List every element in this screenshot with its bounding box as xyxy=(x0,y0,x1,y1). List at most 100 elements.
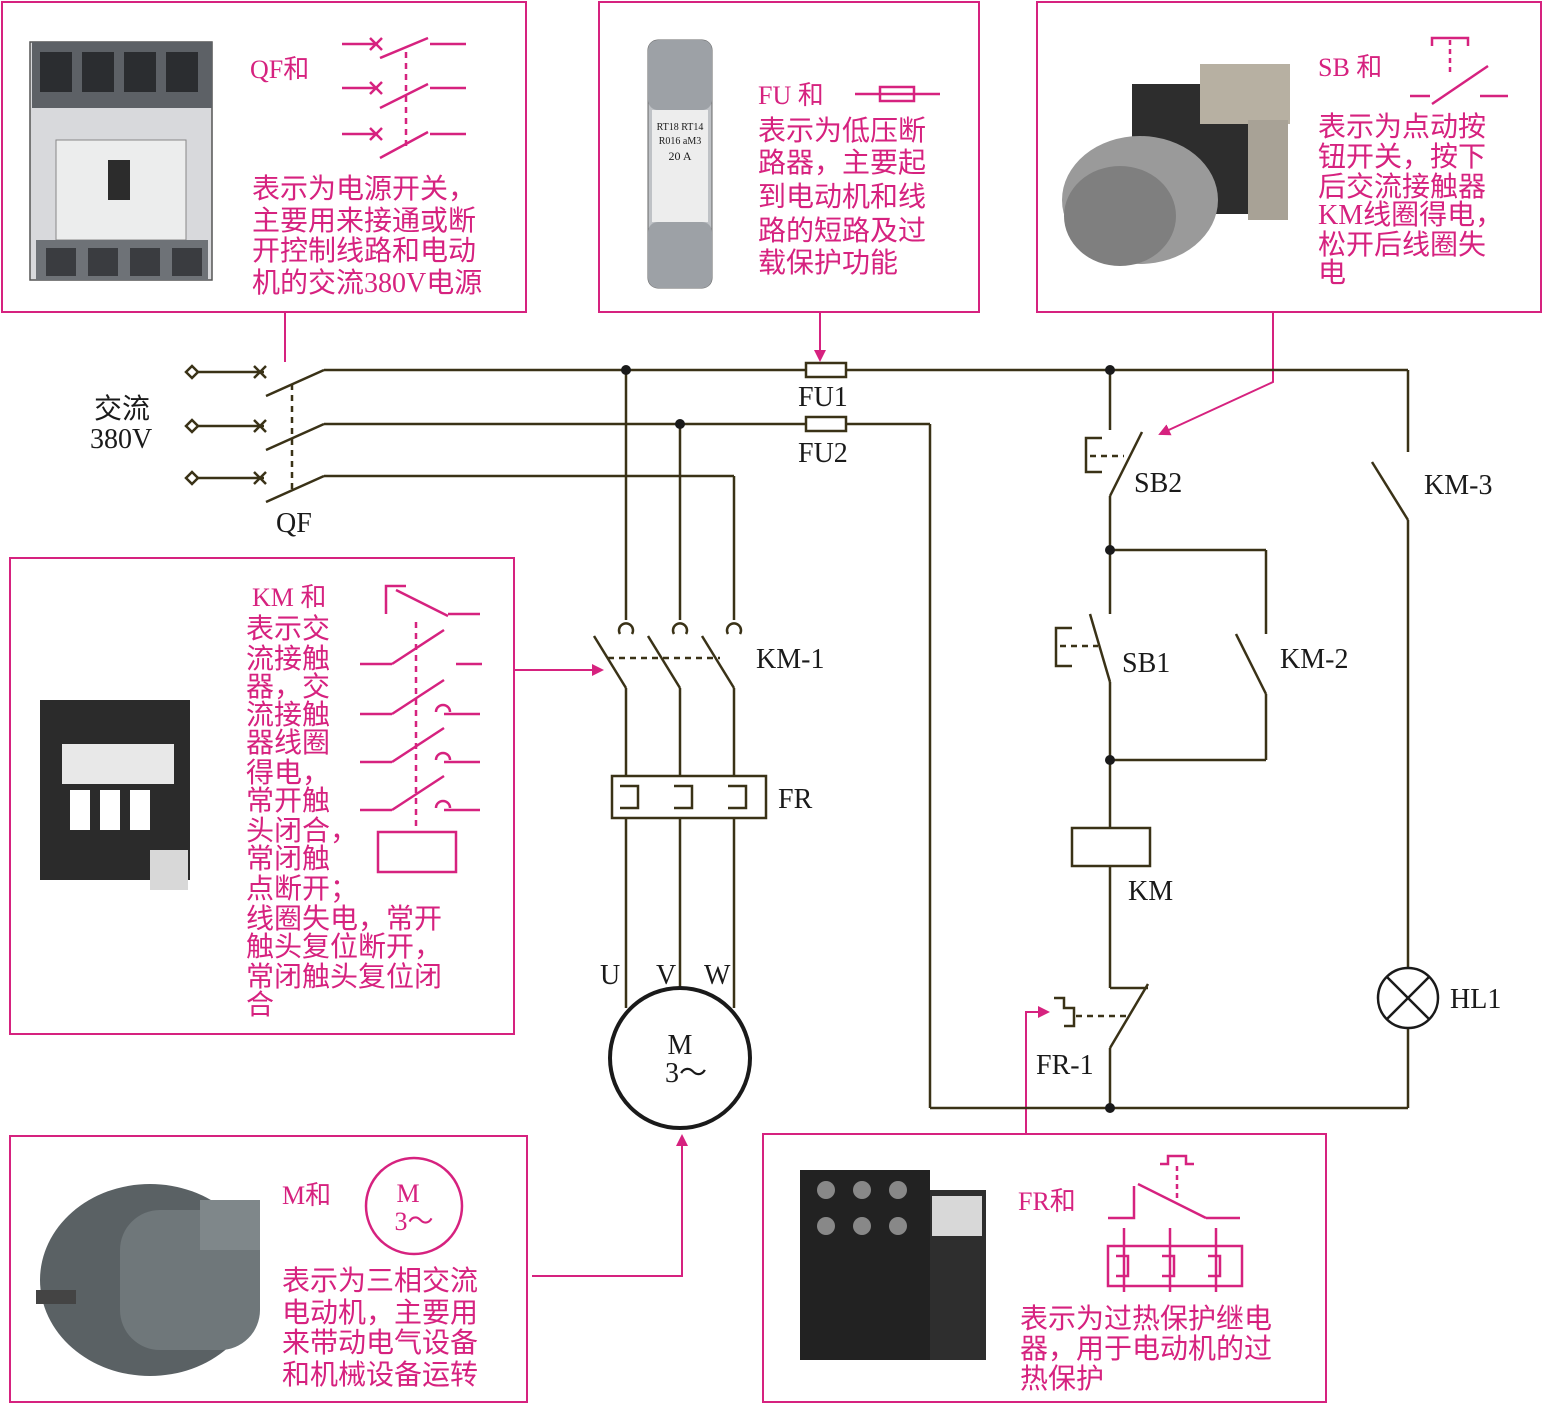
fr-box-description: 表示为过热保护继电 器，用于电动机的过 热保护 xyxy=(1020,1303,1272,1395)
svg-text:后交流接触器: 后交流接触器 xyxy=(1318,171,1486,203)
source-label-1: 交流 xyxy=(94,393,150,425)
svg-text:器，用于电动机的过: 器，用于电动机的过 xyxy=(1020,1333,1272,1365)
svg-text:线圈失电，常开: 线圈失电，常开 xyxy=(246,903,442,935)
sb2-label: SB2 xyxy=(1134,468,1182,499)
svg-text:KM线圈得电，: KM线圈得电， xyxy=(1318,199,1503,231)
sb-leader-arrow xyxy=(1158,312,1274,436)
m-box-title: M和 xyxy=(282,1181,331,1210)
contactor-symbol-icon xyxy=(360,584,482,874)
fu-box xyxy=(598,1,980,313)
fr-photo xyxy=(800,1170,986,1360)
svg-text:来带动电气设备: 来带动电气设备 xyxy=(282,1327,478,1359)
svg-text:常开触: 常开触 xyxy=(246,785,330,817)
hl1-label: HL1 xyxy=(1450,984,1501,1015)
svg-text:3～: 3～ xyxy=(394,1207,433,1236)
motor-photo xyxy=(36,1184,260,1376)
fu-box-title: FU 和 xyxy=(758,81,824,110)
sb-photo xyxy=(1062,64,1290,266)
qf-box-description: 表示为电源开关， 主要用来接通或断 开控制线路和电动 机的交流380V电源 xyxy=(252,173,482,299)
source-label-2: 380V xyxy=(90,424,152,455)
svg-text:表示为点动按: 表示为点动按 xyxy=(1318,111,1486,143)
svg-text:表示为过热保护继电: 表示为过热保护继电 xyxy=(1020,1303,1272,1335)
svg-text:RT18 RT14: RT18 RT14 xyxy=(657,122,704,133)
km-photo xyxy=(40,700,190,890)
svg-text:路的短路及过: 路的短路及过 xyxy=(758,215,926,247)
indicator-lamp-icon xyxy=(1376,966,1440,1030)
km1-label: KM-1 xyxy=(756,644,824,675)
fr-box xyxy=(762,1133,1327,1403)
motor-symbol xyxy=(608,986,752,1130)
svg-text:流接触: 流接触 xyxy=(246,643,330,675)
m-box xyxy=(9,1135,528,1403)
fr-leader-arrow xyxy=(1025,1006,1050,1134)
svg-text:合: 合 xyxy=(246,989,274,1021)
sb-box-description: 表示为点动按 钮开关，按下 后交流接触器 KM线圈得电， 松开后线圈失 电 xyxy=(1318,111,1503,289)
svg-text:载保护功能: 载保护功能 xyxy=(758,247,898,279)
svg-text:钮开关，按下: 钮开关，按下 xyxy=(1318,141,1486,173)
fr-box-title: FR和 xyxy=(1018,1187,1076,1216)
fuse-symbol-icon xyxy=(855,85,940,103)
svg-text:电动机，主要用: 电动机，主要用 xyxy=(282,1297,478,1329)
km-box xyxy=(9,557,515,1035)
fu2-label: FU2 xyxy=(798,438,848,469)
svg-text:常闭触头复位闭: 常闭触头复位闭 xyxy=(246,961,442,993)
junction-dots xyxy=(621,365,1115,1113)
svg-text:到电动机和线: 到电动机和线 xyxy=(758,181,926,213)
svg-text:流接触: 流接触 xyxy=(246,699,330,731)
svg-text:器线圈: 器线圈 xyxy=(246,727,330,759)
km-coil-label: KM xyxy=(1128,876,1173,907)
qf-box xyxy=(1,1,527,313)
sb-box-title: SB 和 xyxy=(1318,53,1382,82)
svg-text:电: 电 xyxy=(1318,257,1346,289)
sb-box xyxy=(1036,1,1542,313)
svg-text:20 A: 20 A xyxy=(668,149,691,163)
svg-text:主要用来接通或断: 主要用来接通或断 xyxy=(252,205,476,237)
fu-box-description: 表示为低压断 路器，主要起 到电动机和线 路的短路及过 载保护功能 xyxy=(758,115,926,279)
svg-text:头闭合，: 头闭合， xyxy=(246,815,358,847)
phase-w-label: W xyxy=(704,960,731,991)
phase-v-label: V xyxy=(656,960,676,991)
qf-photo xyxy=(29,41,213,281)
fu-photo: RT18 RT14 R016 aM3 20 A xyxy=(647,39,713,289)
qf-box-title: QF和 xyxy=(250,55,309,84)
sb1-label: SB1 xyxy=(1122,648,1170,679)
svg-text:M: M xyxy=(396,1179,419,1208)
m-leader-arrow xyxy=(532,1134,688,1277)
m-box-description: 表示为三相交流 电动机，主要用 来带动电气设备 和机械设备运转 xyxy=(282,1265,478,1391)
motor-symbol-icon: M 3～ xyxy=(364,1156,464,1256)
qf-label: QF xyxy=(276,508,312,539)
km3-label: KM-3 xyxy=(1424,470,1492,501)
svg-text:和机械设备运转: 和机械设备运转 xyxy=(282,1359,478,1391)
fu1-label: FU1 xyxy=(798,382,848,413)
svg-text:常闭触: 常闭触 xyxy=(246,843,330,875)
svg-text:机的交流380V电源: 机的交流380V电源 xyxy=(252,267,482,299)
svg-text:表示为三相交流: 表示为三相交流 xyxy=(282,1265,478,1297)
thermal-relay-symbol-icon xyxy=(1106,1154,1244,1292)
motor-label-top: M xyxy=(668,1030,693,1061)
svg-text:器，交: 器，交 xyxy=(246,671,330,703)
svg-text:路器，主要起: 路器，主要起 xyxy=(758,147,926,179)
phase-u-label: U xyxy=(600,960,620,991)
qf-symbol-icon xyxy=(342,36,466,160)
svg-text:R016 aM3: R016 aM3 xyxy=(659,136,702,147)
motor-label-bottom: 3～ xyxy=(665,1058,707,1089)
svg-text:表示交: 表示交 xyxy=(246,613,330,645)
svg-text:表示为低压断: 表示为低压断 xyxy=(758,115,926,147)
pushbutton-symbol-icon xyxy=(1410,36,1508,106)
fr1-label: FR-1 xyxy=(1036,1050,1094,1081)
km2-label: KM-2 xyxy=(1280,644,1348,675)
svg-text:表示为电源开关，: 表示为电源开关， xyxy=(252,173,476,205)
svg-text:点断开；: 点断开； xyxy=(246,873,358,905)
km-box-title: KM 和 xyxy=(252,583,326,612)
svg-text:触头复位断开，: 触头复位断开， xyxy=(246,931,442,963)
svg-text:热保护: 热保护 xyxy=(1020,1363,1104,1395)
svg-text:得电，: 得电， xyxy=(246,757,330,789)
km-box-description: 表示交 流接触 器，交 流接触 器线圈 得电， 常开触 头闭合， 常闭触 点断开… xyxy=(246,613,442,1021)
power-circuit xyxy=(184,361,1408,1008)
fr-label: FR xyxy=(778,784,813,815)
svg-text:开控制线路和电动: 开控制线路和电动 xyxy=(252,235,476,267)
svg-text:松开后线圈失: 松开后线圈失 xyxy=(1318,229,1486,261)
control-circuit xyxy=(928,370,1410,1110)
